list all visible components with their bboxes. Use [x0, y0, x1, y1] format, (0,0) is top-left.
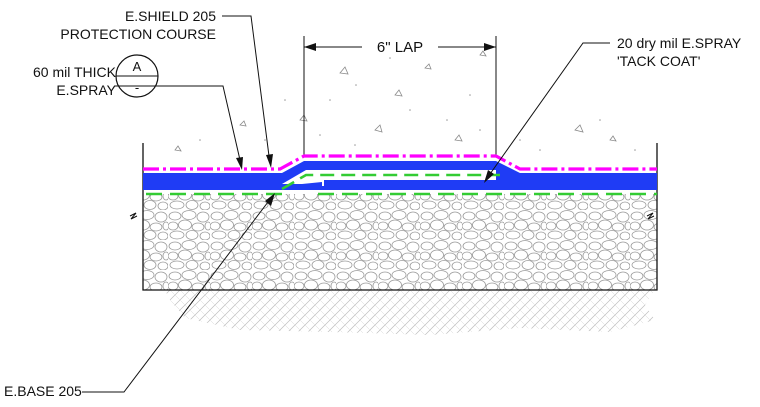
base-course-upper-line: [281, 173, 500, 191]
protection-course-line: [143, 154, 657, 171]
eshield-callout-line2: PROTECTION COURSE: [60, 26, 216, 42]
thick-callout-line1: 60 mil THICK: [33, 64, 116, 80]
tack-leader-arrow: [484, 170, 494, 183]
ebase-callout-line1: E.BASE 205: [4, 383, 82, 399]
section-marker-sheet: -: [135, 80, 139, 95]
thick-leader-arrow: [236, 157, 243, 170]
subgrade-soil-hatch: [165, 290, 655, 335]
right-break-mark: [646, 212, 655, 220]
section-marker-letter: A: [133, 59, 142, 74]
tack-callout: 20 dry mil E.SPRAY 'TACK COAT': [617, 34, 741, 70]
eshield-callout-line1: E.SHIELD 205: [124, 8, 216, 24]
ebase-callout: E.BASE 205: [4, 382, 82, 400]
thick-leader-line: [115, 85, 241, 161]
gravel-base-fill: [143, 194, 657, 290]
concrete-aggregate-marks: [174, 50, 617, 152]
left-break-mark: [129, 212, 138, 220]
gravel-base-outline: [142, 194, 658, 291]
concrete-sand-specks: [199, 57, 636, 151]
lap-arrow-right: [484, 43, 496, 51]
tack-callout-line1: 20 dry mil E.SPRAY: [617, 35, 742, 51]
tack-callout-line2: 'TACK COAT': [617, 53, 701, 69]
ebase-leader-arrow: [265, 193, 275, 206]
thick-callout: 60 mil THICK E.SPRAY: [33, 63, 116, 99]
tack-coat-band: [324, 180, 496, 186]
eshield-callout: E.SHIELD 205 PROTECTION COURSE: [60, 7, 216, 43]
eshield-leader-line: [222, 15, 270, 157]
ebase-leader-line: [82, 201, 269, 393]
eshield-leader-arrow: [266, 154, 273, 168]
tack-leader-line: [489, 42, 610, 175]
lap-dimension-label: 6" LAP: [377, 39, 423, 56]
lap-arrow-left: [304, 43, 316, 51]
thick-callout-line2: E.SPRAY: [56, 82, 116, 98]
